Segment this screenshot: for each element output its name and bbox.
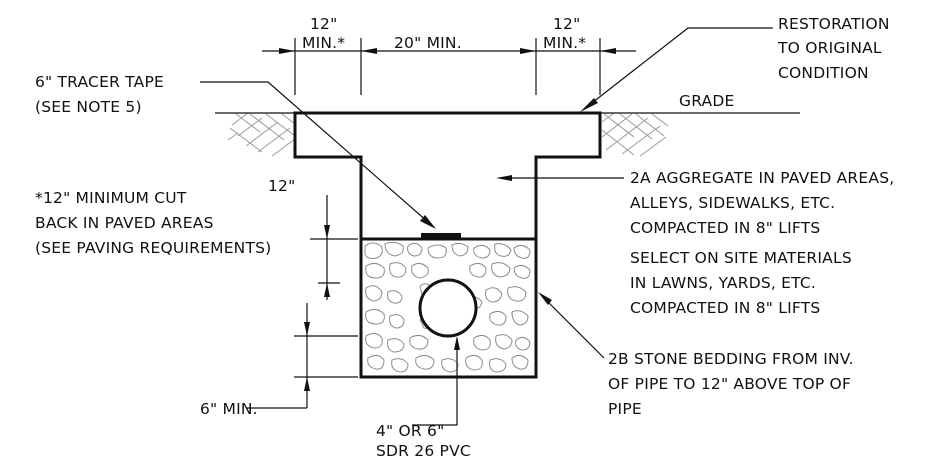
restoration-line-3: CONDITION: [778, 64, 869, 82]
bedding-depth-label: 6" MIN.: [200, 400, 258, 418]
stone-bedding-line-1: 2B STONE BEDDING FROM INV.: [608, 350, 854, 368]
tracer-tape-leader: [200, 81, 429, 223]
tracer-tape-line-2: (SEE NOTE 5): [35, 98, 142, 116]
tracer-tape: [421, 233, 461, 238]
tape-height-label: 12": [268, 177, 295, 195]
stone-bedding-fill: [364, 241, 531, 373]
cut-back-line-2: BACK IN PAVED AREAS: [35, 214, 214, 232]
trench-outline: [293, 111, 602, 379]
aggregate-line-4: SELECT ON SITE MATERIALS: [630, 249, 852, 267]
soil-hatch-left: [227, 112, 296, 157]
bedding-depth-dimension: [247, 303, 358, 409]
stone-bedding-leader: [545, 299, 605, 359]
dim-center: 20" MIN.: [394, 34, 462, 52]
aggregate-line-6: COMPACTED IN 8" LIFTS: [630, 299, 820, 317]
aggregate-line-5: IN LAWNS, YARDS, ETC.: [630, 274, 816, 292]
dim-left-value: 12": [310, 15, 337, 33]
grade-label: GRADE: [679, 92, 735, 110]
aggregate-line-3: COMPACTED IN 8" LIFTS: [630, 219, 820, 237]
stone-bedding-line-2: OF PIPE TO 12" ABOVE TOP OF: [608, 375, 851, 393]
aggregate-line-1: 2A AGGREGATE IN PAVED AREAS,: [630, 169, 894, 187]
restoration-line-2: TO ORIGINAL: [777, 39, 882, 57]
tape-height-dimension: [310, 195, 358, 300]
dim-right-value: 12": [553, 15, 580, 33]
top-dimensions: [262, 38, 636, 95]
soil-hatch-right: [601, 112, 669, 157]
pipe-circle: [418, 278, 478, 338]
dim-left-min: MIN.*: [302, 34, 345, 52]
aggregate-line-2: ALLEYS, SIDEWALKS, ETC.: [630, 194, 835, 212]
cut-back-line-1: *12" MINIMUM CUT: [35, 189, 187, 207]
cut-back-line-3: (SEE PAVING REQUIREMENTS): [35, 239, 271, 257]
dim-right-min: MIN.*: [543, 34, 586, 52]
pipe-line-2: SDR 26 PVC: [376, 442, 471, 460]
pipe-line-1: 4" OR 6": [376, 422, 444, 440]
stone-bedding-line-3: PIPE: [608, 400, 642, 418]
pipe-leader: [412, 338, 458, 426]
restoration-line-1: RESTORATION: [778, 15, 890, 33]
tracer-tape-line-1: 6" TRACER TAPE: [35, 73, 164, 91]
restoration-leader: [587, 27, 773, 107]
